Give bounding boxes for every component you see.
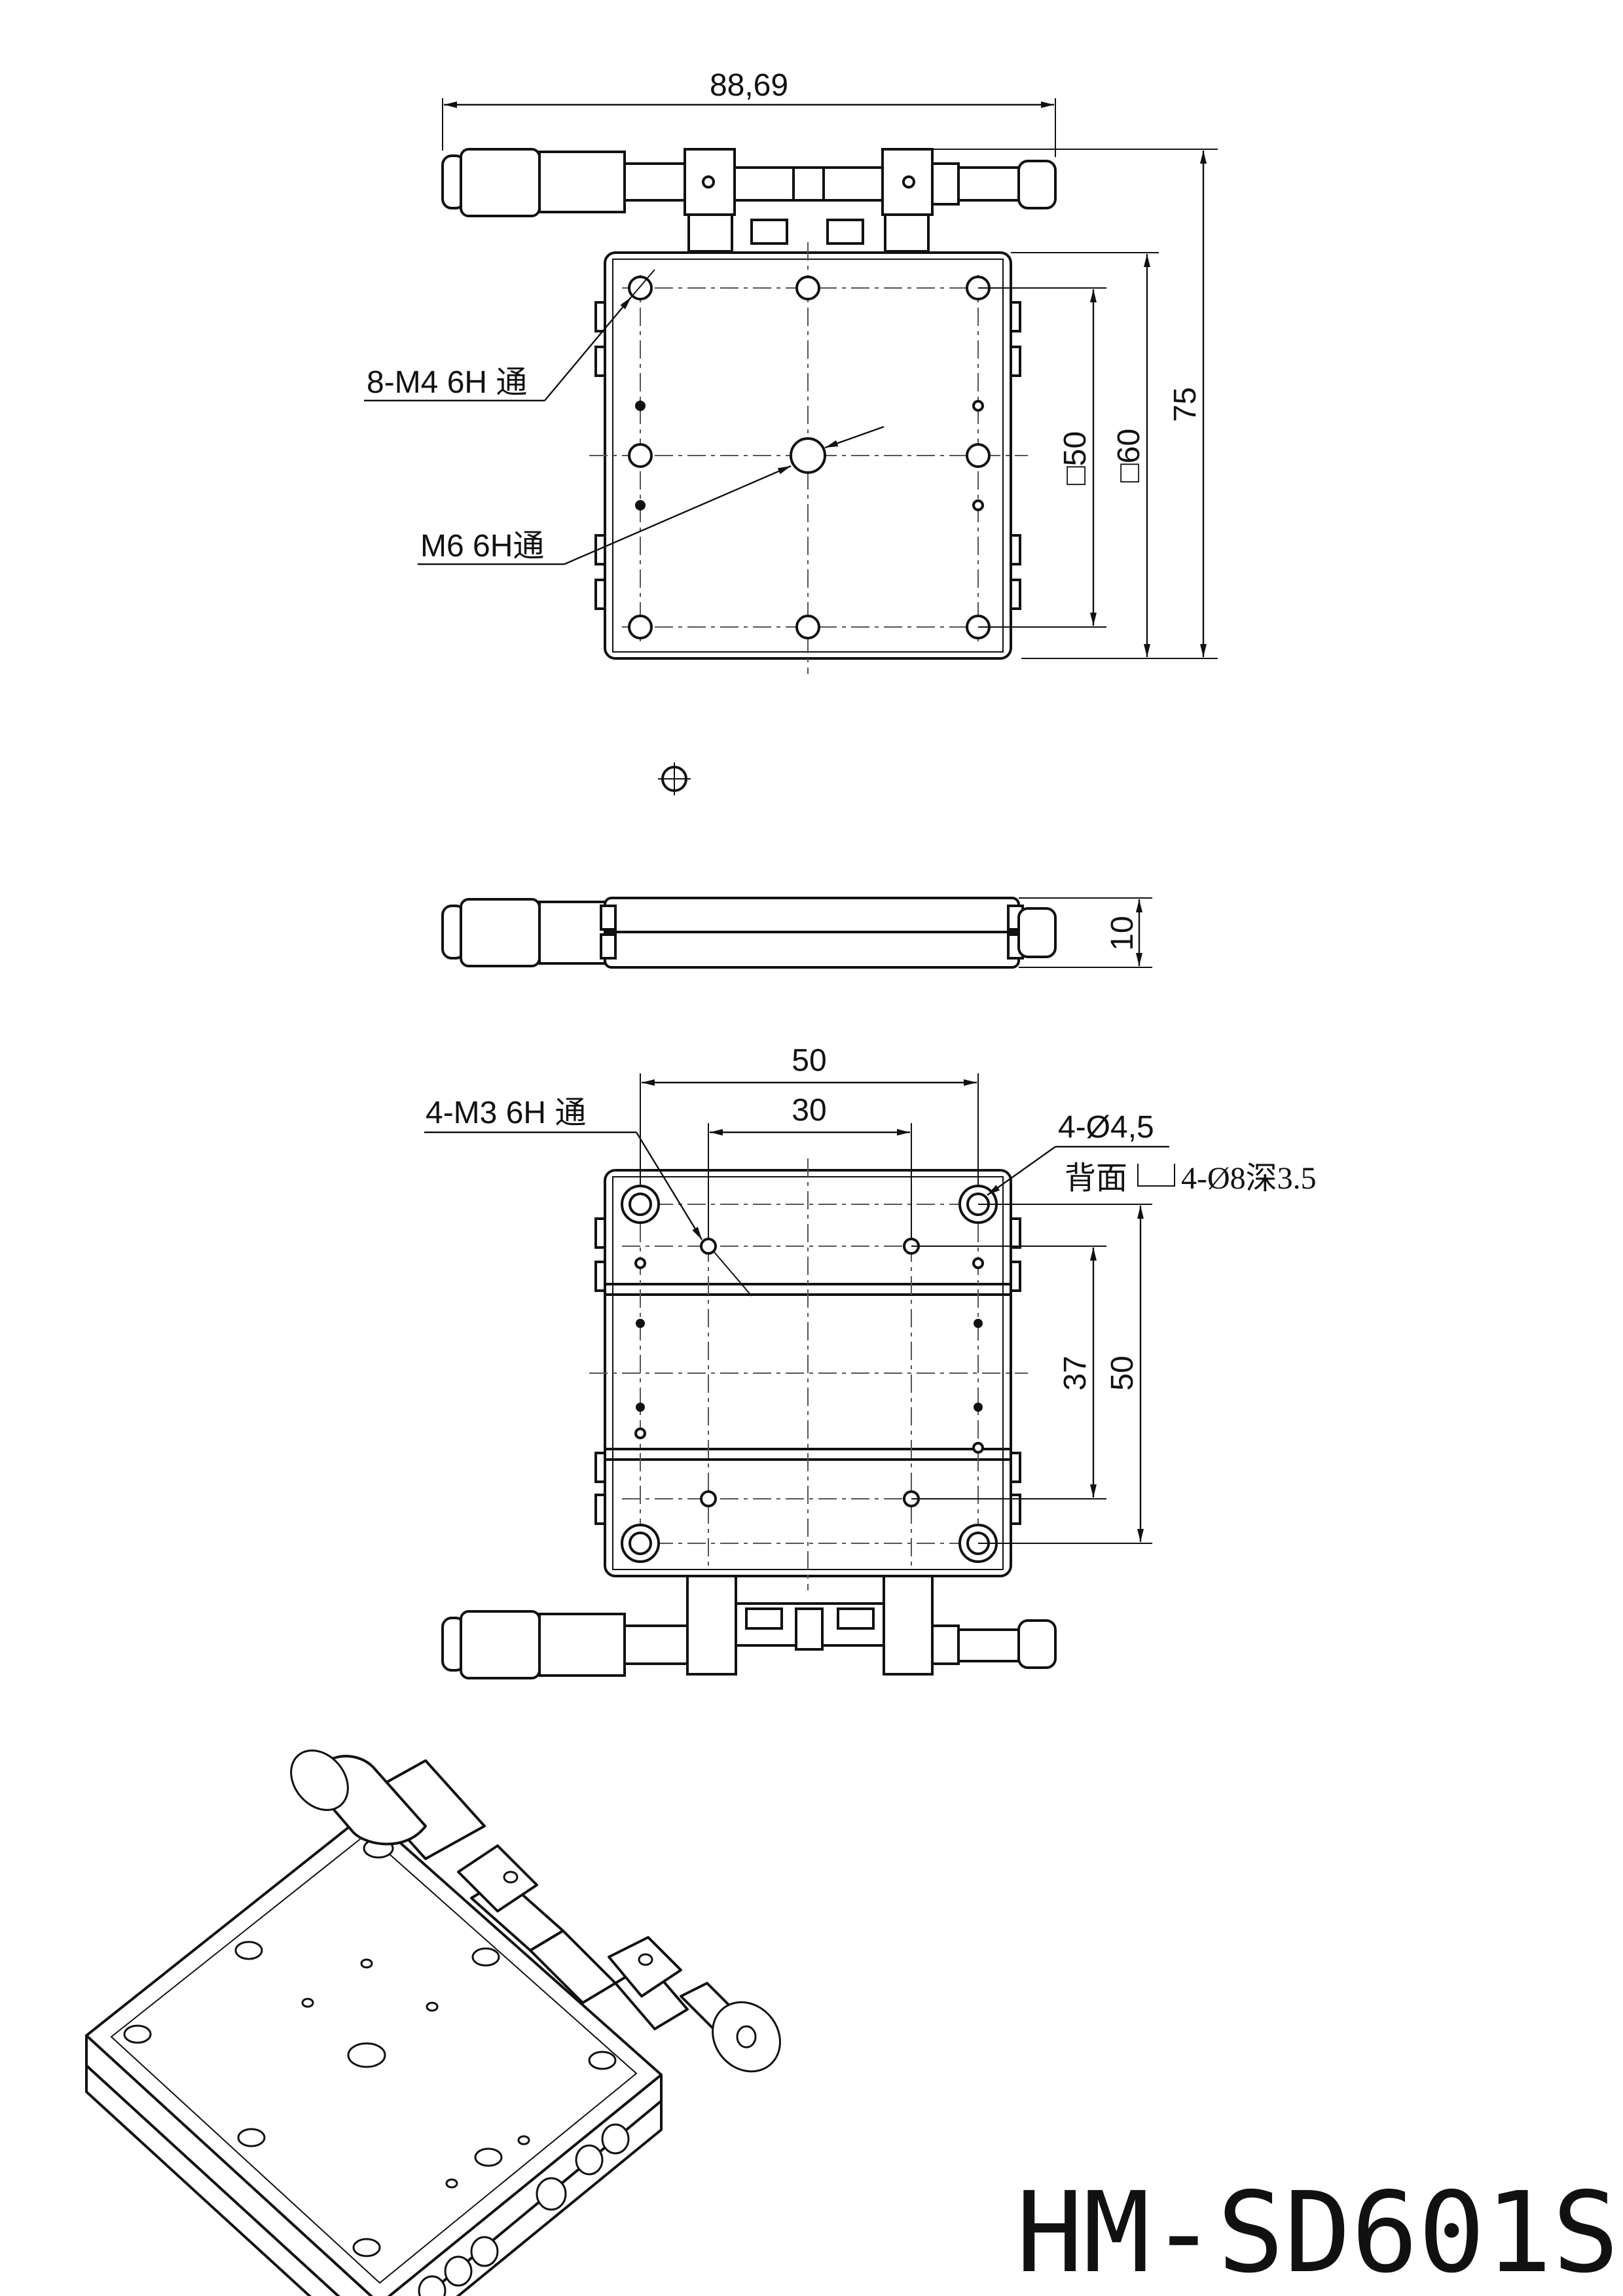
dim-bottom-width-outer: 50 [792, 1043, 826, 1078]
top-mounting-blocks [684, 148, 934, 253]
callout-m3: 4-M3 6H 通 [426, 1096, 586, 1130]
top-knob-right [931, 160, 1057, 209]
bottom-stage-plate [589, 1158, 1028, 1590]
dim-bottom-width-inner: 30 [792, 1093, 826, 1128]
dim-inner-square: □50 [1058, 431, 1093, 485]
dim-bottom-height-inner: 37 [1058, 1355, 1093, 1390]
callout-d45: 4-Ø4,5 [1058, 1110, 1154, 1145]
bottom-view: 50 30 50 37 4-M3 6H 通 4-Ø4,5 背面 4- [424, 1043, 1317, 1679]
dim-overall-height: 75 [1168, 387, 1203, 422]
dim-side-height: 10 [1105, 916, 1140, 950]
dim-overall-width: 88,69 [710, 68, 788, 103]
top-micrometer-left [441, 148, 686, 217]
top-view: 88,69 75 □60 □50 8-M4 6H 通 M6 6H通 [364, 68, 1218, 674]
model-title: HM-SD601S [1016, 2168, 1619, 2296]
counterbore-symbol [1137, 1164, 1175, 1187]
isometric-view [85, 1749, 781, 2296]
bottom-mechanism [441, 1575, 1057, 1679]
dim-bottom-height-outer: 50 [1105, 1355, 1140, 1390]
callout-m6: M6 6H通 [420, 529, 544, 564]
side-view: 10 [441, 897, 1152, 969]
callout-m4: 8-M4 6H 通 [367, 365, 527, 400]
callout-counterbore: 4-Ø8深3.5 [1181, 1161, 1317, 1196]
bottom-dimensions: 50 30 50 37 [640, 1043, 1152, 1544]
top-dimensions: 88,69 75 □60 □50 [442, 68, 1218, 659]
dim-outer-square: □60 [1112, 429, 1146, 482]
top-stage-plate [589, 242, 1028, 674]
callout-back-label: 背面 [1065, 1161, 1127, 1196]
bottom-callouts: 4-M3 6H 通 4-Ø4,5 背面 4-Ø8深3.5 [424, 1096, 1317, 1297]
top-callouts: 8-M4 6H 通 M6 6H通 [364, 269, 884, 565]
projection-symbol [658, 762, 691, 795]
